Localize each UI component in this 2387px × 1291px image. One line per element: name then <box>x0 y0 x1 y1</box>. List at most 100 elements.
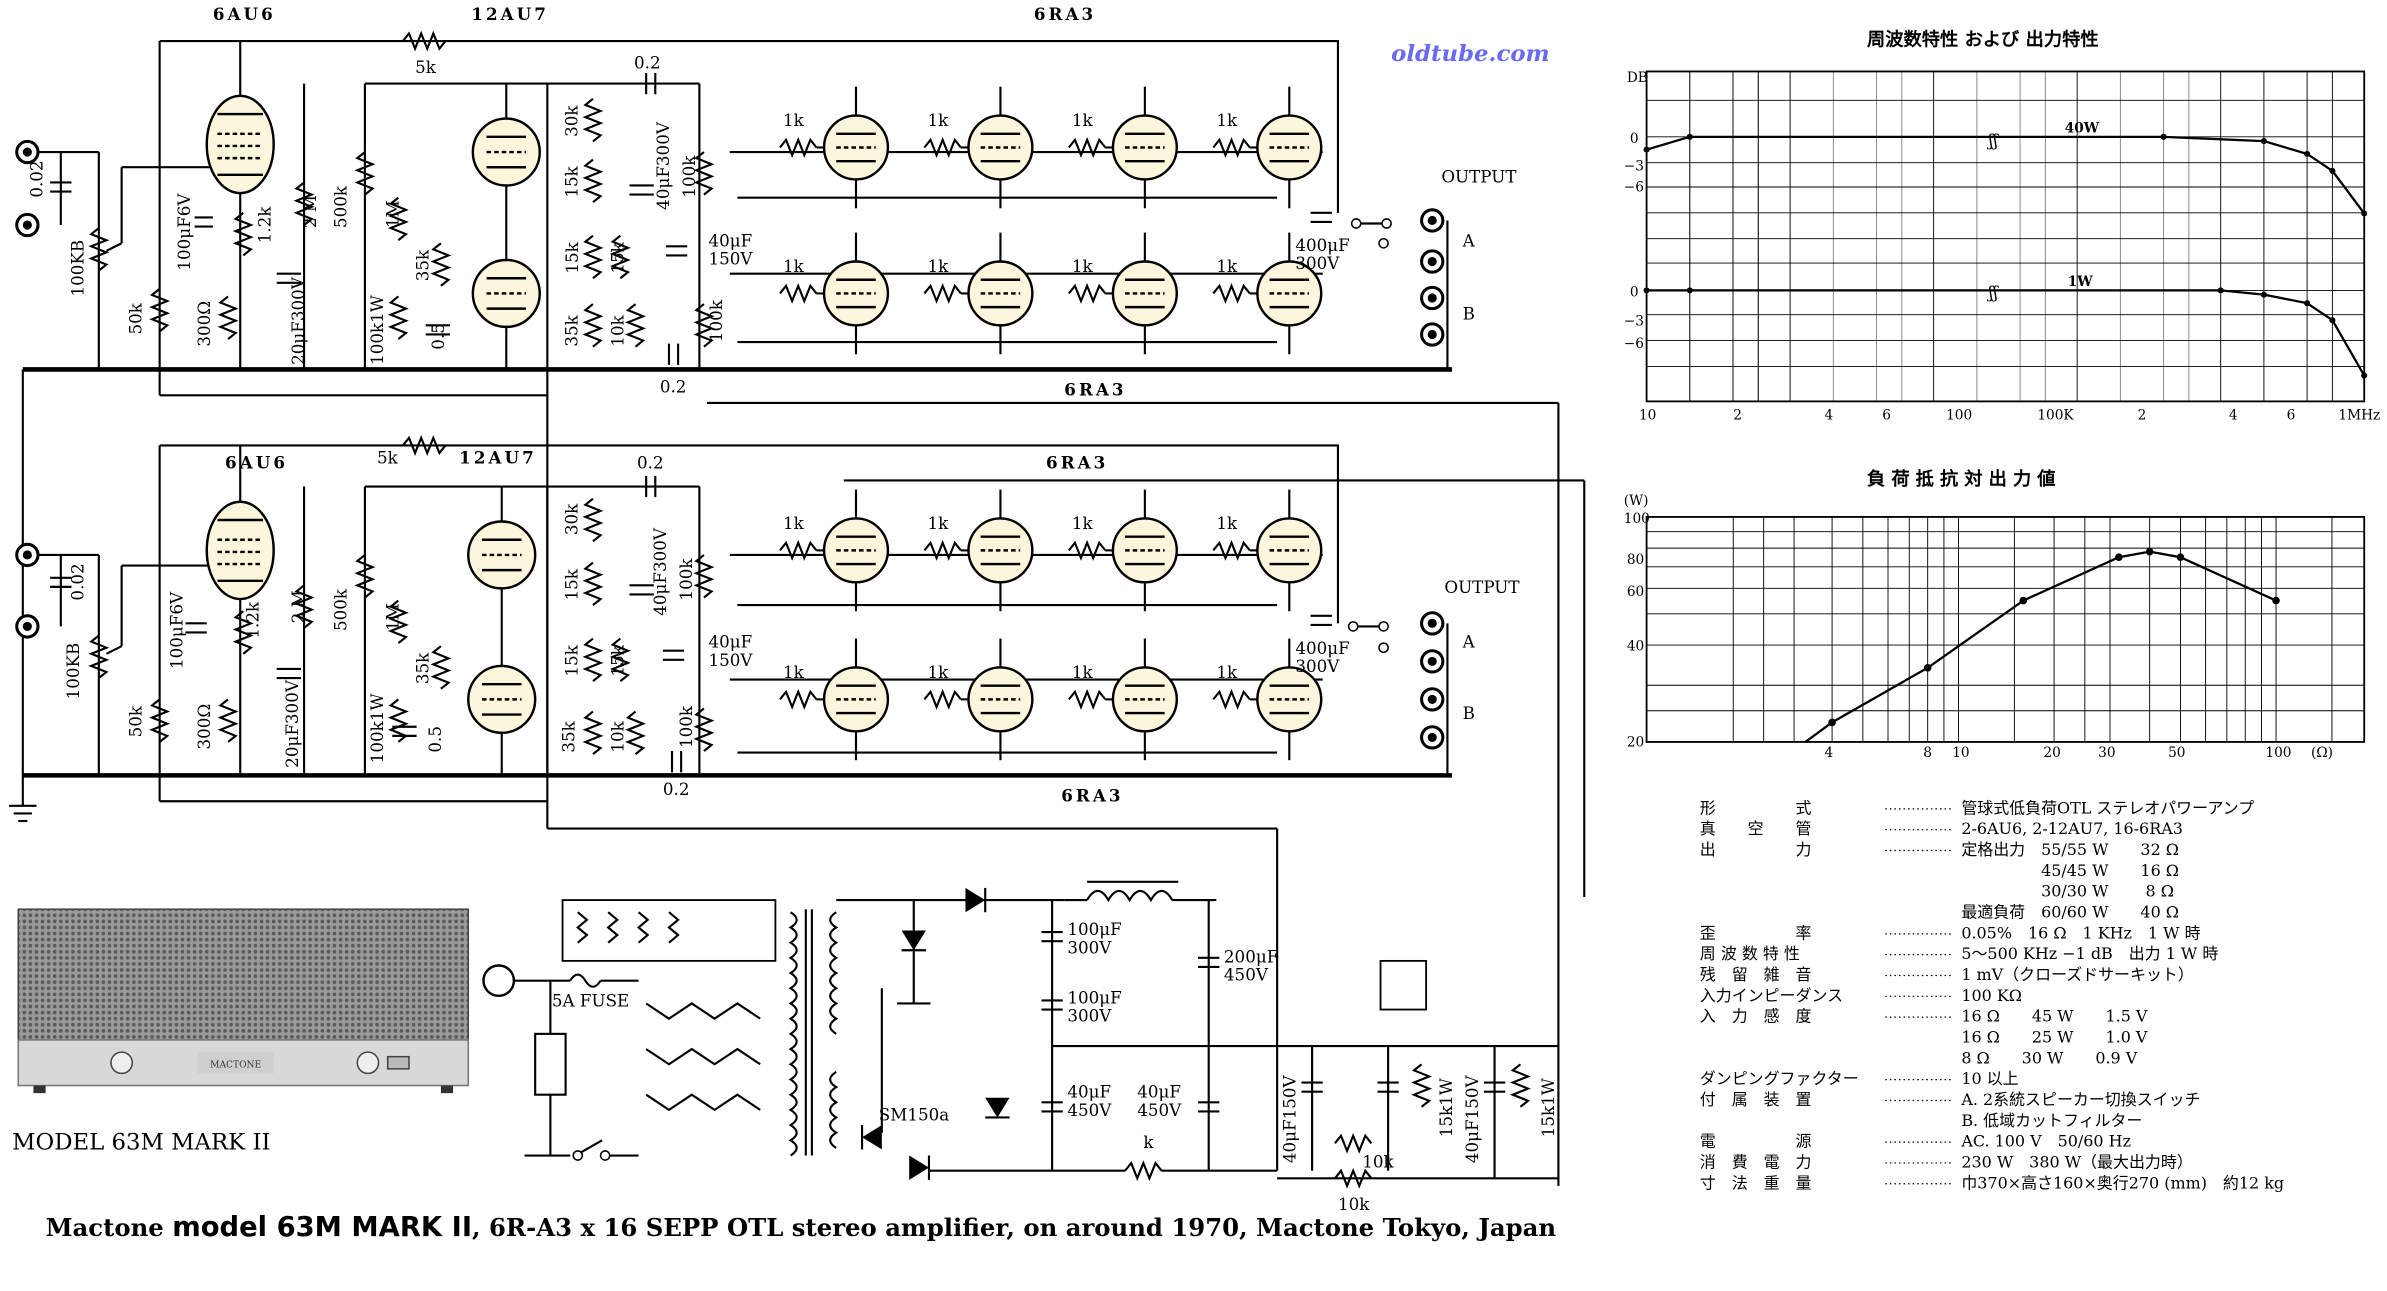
power-switch <box>386 1055 410 1070</box>
data-point <box>2304 300 2311 307</box>
r-label: 1M <box>382 603 402 631</box>
caption: Mactone model 63M MARK II, 6R-A3 x 16 SE… <box>46 1212 1556 1244</box>
r-label: 100k1W <box>367 693 387 764</box>
x-tick: 100K <box>2037 408 2074 424</box>
r-label: 35k <box>413 652 433 684</box>
watermark-text: oldtube.com <box>1391 41 1550 67</box>
r-label: 1k <box>1072 662 1094 682</box>
data-point <box>1643 146 1650 153</box>
grid-resistor <box>779 539 818 561</box>
x-tick: 6 <box>1882 408 1891 424</box>
load-curve <box>1804 550 2277 743</box>
tube-label: 6AU6 <box>213 4 276 24</box>
cap-label: 20μF300V <box>282 679 302 768</box>
spec-row: 30/30 W 8 Ω <box>1961 882 2174 901</box>
spec-key: 歪 率 <box>1700 923 1812 942</box>
x-tick: 2 <box>1733 408 1742 424</box>
r-label: 50k <box>125 302 145 334</box>
volume-label: 100KB <box>63 643 83 700</box>
spec-key: ダンピングファクター <box>1700 1069 1859 1088</box>
r-label: 500k <box>331 185 351 228</box>
data-point <box>2019 596 2028 605</box>
data-point <box>2361 372 2368 379</box>
x-tick: 8 <box>1923 745 1932 761</box>
r-label: 15k <box>562 568 582 600</box>
caption-rest: , 6R-A3 x 16 SEPP OTL stereo amplifier, … <box>472 1213 1557 1243</box>
power-tube-6ra3 <box>967 517 1034 584</box>
r-label: 10k <box>1338 1194 1370 1214</box>
grid-resistor <box>923 137 962 158</box>
data-point <box>2260 291 2267 298</box>
power-tube-6ra3 <box>822 517 890 584</box>
power-tube-6ra3 <box>967 114 1034 181</box>
spec-value: 1 mV（クローズドサーキット） <box>1961 965 2194 984</box>
spec-key: 周 波 数 特 性 <box>1700 944 1800 963</box>
r-label: 100k1W <box>367 294 387 365</box>
spec-value: 管球式低負荷OTL ステレオパワーアンプ <box>1961 798 2254 817</box>
r-label: 30k <box>562 105 582 137</box>
fuse-label: 5A FUSE <box>552 991 629 1011</box>
grid-resistor <box>923 282 962 304</box>
grid-resistor <box>923 688 962 710</box>
data-point <box>2329 167 2336 174</box>
spec-value: 10 以上 <box>1961 1069 2018 1088</box>
r-label: 15k <box>562 165 582 197</box>
r-label: 15k <box>607 241 627 273</box>
spec-value: 230 W 380 W（最大出力時） <box>1961 1153 2192 1172</box>
spec-value: 100 KΩ <box>1961 986 2022 1005</box>
x-tick: 50 <box>2168 745 2185 761</box>
spec-value: 2-6AU6, 2-12AU7, 16-6RA3 <box>1961 819 2183 838</box>
x-tick: 4 <box>1824 408 1833 424</box>
spec-value: 定格出力 55/55 W 32 Ω <box>1961 840 2179 859</box>
tube-label: 6RA3 <box>1061 785 1123 805</box>
data-point <box>2217 287 2224 294</box>
data-point <box>1923 663 1932 672</box>
tube-label: 12AU7 <box>459 448 537 468</box>
spec-value: 16 Ω 45 W 1.5 V <box>1961 1007 2148 1026</box>
power-tube-6ra3 <box>1111 114 1179 181</box>
channel-2-amplifier: 0.02 100KB 6AU6 50k 300Ω 100μF6V 1.2k 20… <box>9 369 1585 823</box>
frequency-curve <box>1646 135 2366 215</box>
r-label: 1k <box>783 110 805 130</box>
y-tick: 20 <box>1627 735 1644 751</box>
r-label: 1.2k <box>255 206 275 244</box>
panel-text: MACTONE <box>210 1060 261 1070</box>
r-label: 1k <box>927 662 949 682</box>
power-tube-6ra3 <box>1111 517 1179 584</box>
spec-value: 巾370×高さ160×奥行270 (mm) 約12 kg <box>1961 1173 2284 1192</box>
spec-key: 電 源 <box>1700 1132 1812 1151</box>
frequency-curve <box>1646 289 2366 377</box>
r-label: 1k <box>927 513 949 533</box>
frequency-response-chart: 周波数特性 および 出力特性 DB 0 −3 −6 0 −3 −6 10 2 4… <box>1624 29 2380 424</box>
grid-resistor <box>1212 282 1251 304</box>
data-point <box>2160 133 2167 140</box>
x-tick: 1MHz <box>2338 408 2380 424</box>
spec-row: B. 低域カットフィルター <box>1961 1111 2142 1130</box>
selector-knob <box>356 1051 380 1075</box>
spec-row: 最適負荷 60/60 W 40 Ω <box>1961 903 2179 922</box>
spec-key: 真 空 管 <box>1700 819 1812 838</box>
output-label: OUTPUT <box>1444 577 1519 597</box>
y-tick: −3 <box>1624 313 1644 329</box>
r-label: 1M <box>382 200 402 228</box>
grid-resistor <box>779 688 818 710</box>
r-label: 10k <box>607 314 627 346</box>
tube-label: 6AU6 <box>225 452 288 472</box>
spec-key: 寸 法 重 量 <box>1700 1173 1812 1192</box>
spec-value: 45/45 W 16 Ω <box>1961 861 2179 880</box>
spec-row: 寸 法 重 量 巾370×高さ160×奥行270 (mm) 約12 kg <box>1700 1173 2284 1192</box>
r-label: 1k <box>1072 110 1094 130</box>
r-label: 2 M <box>300 195 320 228</box>
cap-label: 0.2 <box>634 52 661 72</box>
x-tick: 100 <box>1946 408 1972 424</box>
data-point <box>1686 133 1693 140</box>
terminal-label: B <box>1463 303 1475 323</box>
caption-model: model 63M MARK II <box>172 1211 473 1244</box>
